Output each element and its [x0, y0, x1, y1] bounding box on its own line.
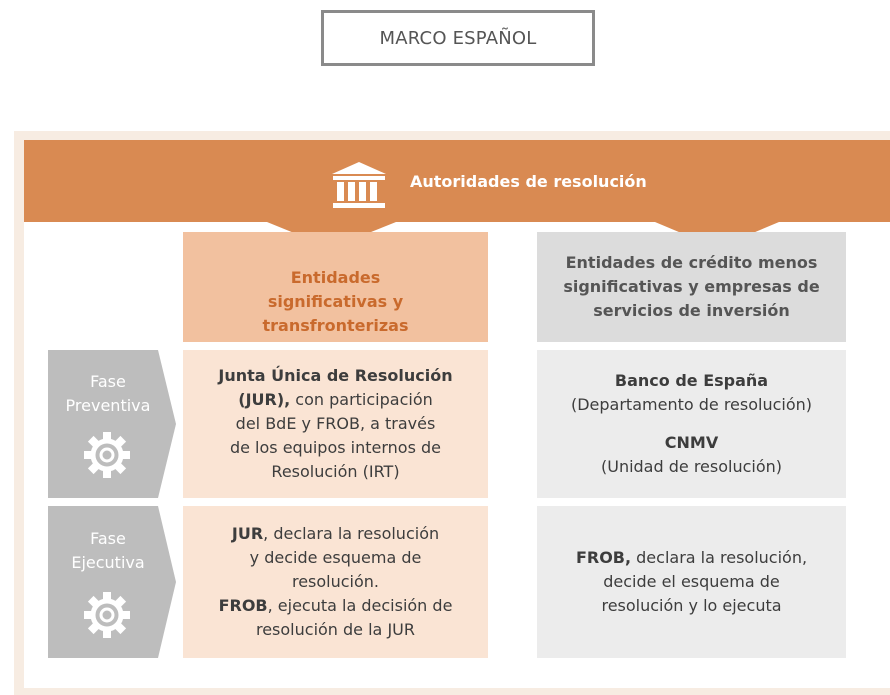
cell-preventiva-significativas: Junta Única de Resolución (JUR), con par…: [183, 350, 488, 498]
phase-preventiva-label: Fase Preventiva: [65, 372, 151, 415]
cell-ejecutiva-menos-significativas: FROB, declara la resolución, decide el e…: [537, 506, 846, 658]
phase-ejecutiva-arrow: [48, 506, 176, 658]
column-header-significativas: Entidades significativas y transfronteri…: [183, 262, 488, 342]
banner-label: Autoridades de resolución: [410, 172, 647, 191]
gear-icon: [84, 592, 130, 638]
phase-preventiva-arrow: [48, 350, 176, 498]
gear-icon: [84, 432, 130, 478]
cell-preventiva-menos-significativas: Banco de España (Departamento de resoluc…: [537, 350, 846, 498]
authorities-banner: [24, 140, 890, 248]
phase-ejecutiva-label: Fase Ejecutiva: [71, 529, 145, 572]
cell-ejecutiva-significativas: JUR, declara la resolución y decide esqu…: [183, 506, 488, 658]
column-header-bg: [183, 232, 488, 262]
bank-building-icon: [332, 162, 386, 208]
page-title: MARCO ESPAÑOL: [321, 10, 595, 66]
column-header-menos-significativas: Entidades de crédito menos significativa…: [537, 232, 846, 342]
